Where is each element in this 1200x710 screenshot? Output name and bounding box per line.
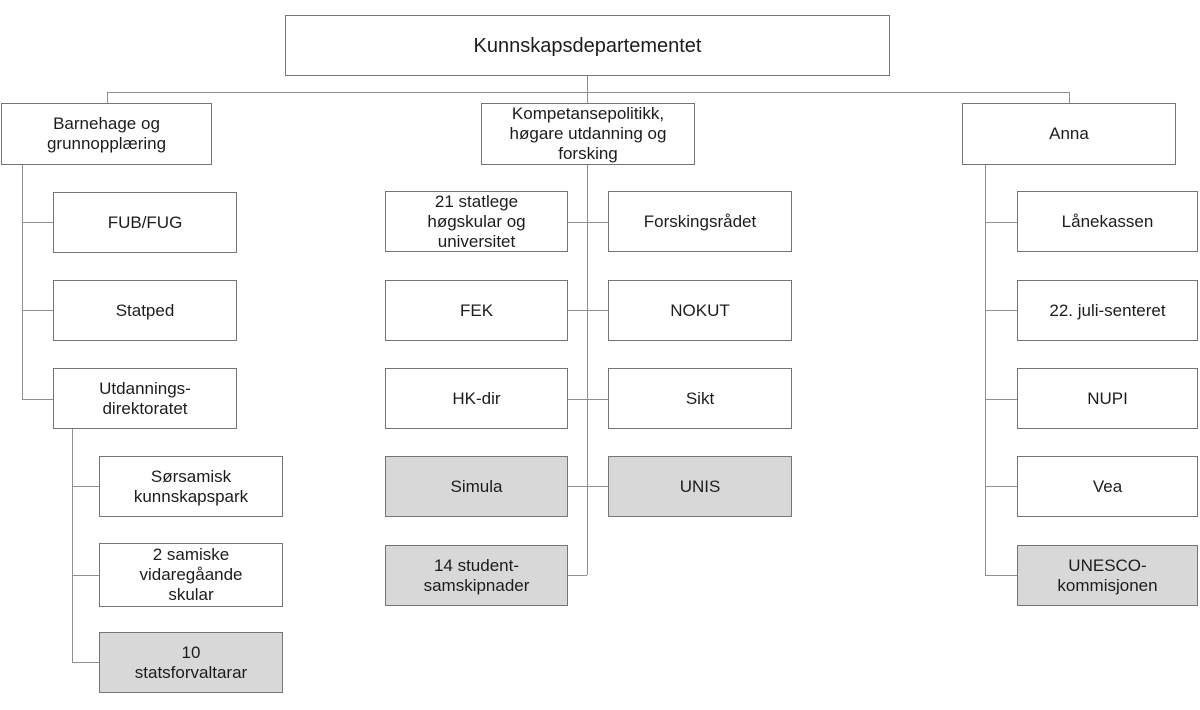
- node-fub-fug: FUB/FUG: [53, 192, 237, 253]
- node-label: Anna: [1049, 124, 1089, 143]
- node-label: Sørsamisk kunnskapspark: [133, 466, 249, 506]
- node-label: Statped: [115, 300, 175, 320]
- node-label: 22. juli-senteret: [1049, 300, 1166, 320]
- connector-line: [107, 92, 108, 103]
- connector-line: [22, 165, 23, 399]
- node-statlege-hogskular: 21 statlege høgskular og universitet: [385, 191, 568, 252]
- node-forskingsradet: Forskingsrådet: [608, 191, 792, 252]
- connector-line: [985, 575, 1017, 576]
- node-label: NOKUT: [670, 300, 730, 320]
- node-label: UNESCO- kommisjonen: [1057, 555, 1158, 595]
- node-sorsamisk-kunnskapspark: Sørsamisk kunnskapspark: [99, 456, 283, 517]
- connector-line: [588, 310, 608, 311]
- connector-line: [985, 222, 1017, 223]
- connector-line: [568, 575, 587, 576]
- node-statsforvaltarar: 10 statsforvaltarar: [99, 632, 283, 693]
- connector-line: [587, 92, 588, 103]
- node-label: Forskingsrådet: [643, 211, 757, 231]
- node-label: NUPI: [1087, 388, 1128, 408]
- connector-line: [72, 429, 73, 663]
- node-label: Sikt: [685, 388, 715, 408]
- node-lanekassen: Lånekassen: [1017, 191, 1198, 252]
- node-kunnskapsdepartementet: Kunnskapsdepartementet: [285, 15, 890, 76]
- node-nupi: NUPI: [1017, 368, 1198, 429]
- node-utdanningsdirektoratet: Utdannings- direktoratet: [53, 368, 237, 429]
- node-label: Kunnskapsdepartementet: [473, 34, 702, 57]
- node-simula: Simula: [385, 456, 568, 517]
- connector-line: [1069, 92, 1070, 103]
- node-statped: Statped: [53, 280, 237, 341]
- node-label: 10 statsforvaltarar: [134, 642, 248, 682]
- node-nokut: NOKUT: [608, 280, 792, 341]
- node-sikt: Sikt: [608, 368, 792, 429]
- node-label: Lånekassen: [1061, 211, 1154, 231]
- connector-line: [985, 310, 1017, 311]
- node-juli-senteret: 22. juli-senteret: [1017, 280, 1198, 341]
- connector-line: [22, 310, 53, 311]
- node-label: FUB/FUG: [107, 212, 183, 232]
- node-label: Barnehage og grunnopplæring: [46, 114, 167, 153]
- connector-line: [568, 486, 587, 487]
- connector-line: [587, 165, 588, 575]
- connector-line: [107, 92, 1070, 93]
- connector-line: [72, 575, 99, 576]
- connector-line: [588, 486, 608, 487]
- connector-line: [568, 310, 587, 311]
- connector-line: [985, 165, 986, 575]
- node-unis: UNIS: [608, 456, 792, 517]
- node-anna: Anna: [962, 103, 1176, 165]
- node-hk-dir: HK-dir: [385, 368, 568, 429]
- node-fek: FEK: [385, 280, 568, 341]
- node-label: HK-dir: [452, 388, 501, 408]
- node-label: Simula: [450, 476, 503, 496]
- node-label: 14 student- samskipnader: [423, 555, 530, 595]
- connector-line: [22, 399, 53, 400]
- connector-line: [588, 222, 608, 223]
- connector-line: [568, 222, 587, 223]
- connector-line: [568, 399, 587, 400]
- node-label: 2 samiske vidaregåande skular: [139, 545, 243, 604]
- node-barnehage-og-grunnopplaering: Barnehage og grunnopplæring: [1, 103, 212, 165]
- connector-line: [22, 222, 53, 223]
- connector-line: [72, 486, 99, 487]
- connector-line: [588, 399, 608, 400]
- node-label: UNIS: [679, 476, 721, 496]
- node-unesco-kommisjonen: UNESCO- kommisjonen: [1017, 545, 1198, 606]
- connector-line: [985, 486, 1017, 487]
- node-studentsamskipnader: 14 student- samskipnader: [385, 545, 568, 606]
- node-label: FEK: [459, 300, 494, 320]
- node-label: Kompetansepolitikk, høgare utdanning og …: [509, 104, 667, 163]
- node-label: Vea: [1092, 476, 1123, 496]
- connector-line: [587, 76, 588, 92]
- node-samiske-vidaregaande-skular: 2 samiske vidaregåande skular: [99, 543, 283, 607]
- node-vea: Vea: [1017, 456, 1198, 517]
- node-label: Utdannings- direktoratet: [99, 378, 191, 418]
- connector-line: [72, 662, 99, 663]
- node-label: 21 statlege høgskular og universitet: [427, 191, 526, 251]
- connector-line: [985, 399, 1017, 400]
- node-kompetansepolitikk: Kompetansepolitikk, høgare utdanning og …: [481, 103, 695, 165]
